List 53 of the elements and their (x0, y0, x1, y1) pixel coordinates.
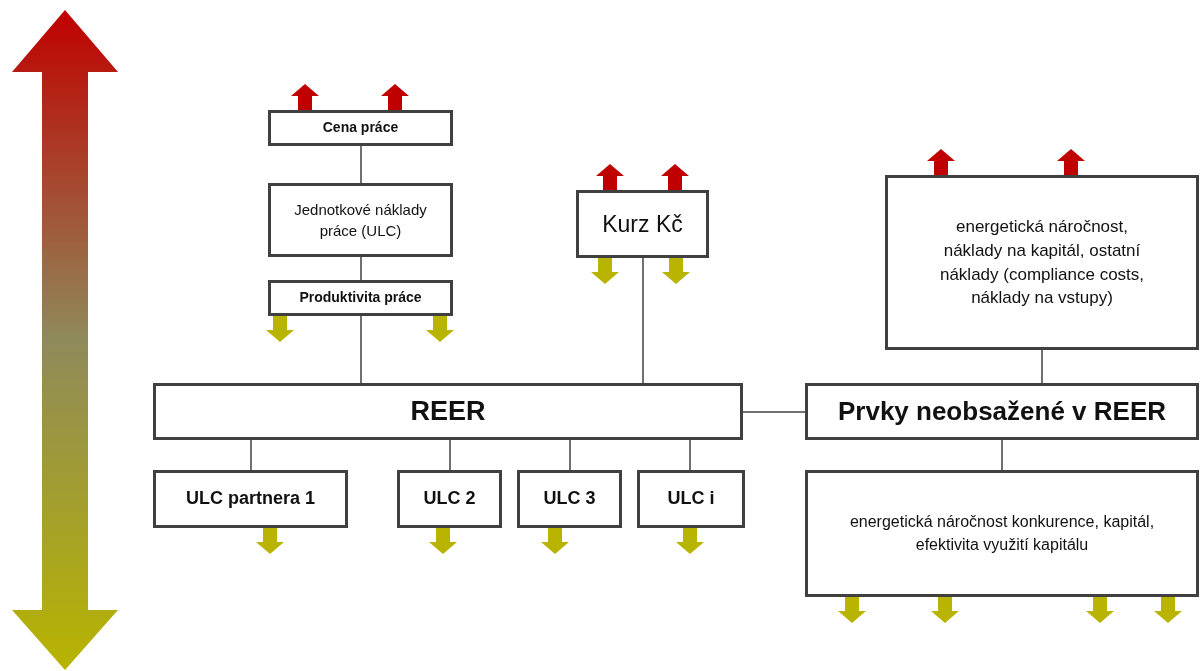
arrow (291, 84, 319, 110)
box-text: Produktivita práce (298, 288, 423, 308)
arrow (426, 316, 454, 342)
box-text: Kurz Kč (601, 209, 684, 239)
box-text: energetická náročnost, náklady na kapitál, ostatní náklady (compliance costs, náklady na vstupy) (938, 215, 1146, 310)
process-box (576, 190, 709, 258)
box-text: ULC 3 (542, 487, 597, 511)
connector-line (569, 439, 571, 471)
connector-line (689, 439, 691, 471)
process-box (268, 183, 453, 257)
connector-line (360, 145, 362, 184)
process-box (153, 470, 348, 528)
connector-line (1041, 349, 1043, 384)
arrow (429, 528, 457, 554)
process-box (268, 280, 453, 316)
arrow (838, 597, 866, 623)
arrow (1086, 597, 1114, 623)
box-text: energetická náročnost konkurence, kapitál, efektivita využití kapitálu (848, 512, 1156, 555)
process-box (397, 470, 502, 528)
process-box (637, 470, 745, 528)
arrow (931, 597, 959, 623)
arrow (596, 164, 624, 190)
process-box (153, 383, 743, 440)
arrow (676, 528, 704, 554)
arrow (381, 84, 409, 110)
arrow (266, 316, 294, 342)
arrow (541, 528, 569, 554)
process-box (268, 110, 453, 146)
arrow (661, 164, 689, 190)
process-box (885, 175, 1199, 350)
box-text: ULC partnera 1 (184, 487, 316, 511)
box-text: REER (409, 394, 487, 428)
box-text: ULC 2 (422, 487, 477, 511)
connector-line (449, 439, 451, 471)
arrow (591, 258, 619, 284)
box-text: Cena práce (321, 118, 400, 138)
process-box (805, 383, 1199, 440)
connector-line (642, 257, 644, 384)
arrow (927, 149, 955, 175)
arrow (256, 528, 284, 554)
connector-line (250, 439, 252, 471)
connector-line (360, 256, 362, 281)
process-box (517, 470, 622, 528)
box-text: Prvky neobsažené v REER (836, 395, 1167, 429)
arrow (1154, 597, 1182, 623)
arrow (662, 258, 690, 284)
box-text: Jednotkové náklady práce (ULC) (293, 200, 428, 241)
process-box (805, 470, 1199, 597)
connector-line (1001, 439, 1003, 471)
box-text: ULC i (666, 487, 716, 511)
arrow (1057, 149, 1085, 175)
connector-line (742, 411, 806, 413)
connector-line (360, 315, 362, 384)
